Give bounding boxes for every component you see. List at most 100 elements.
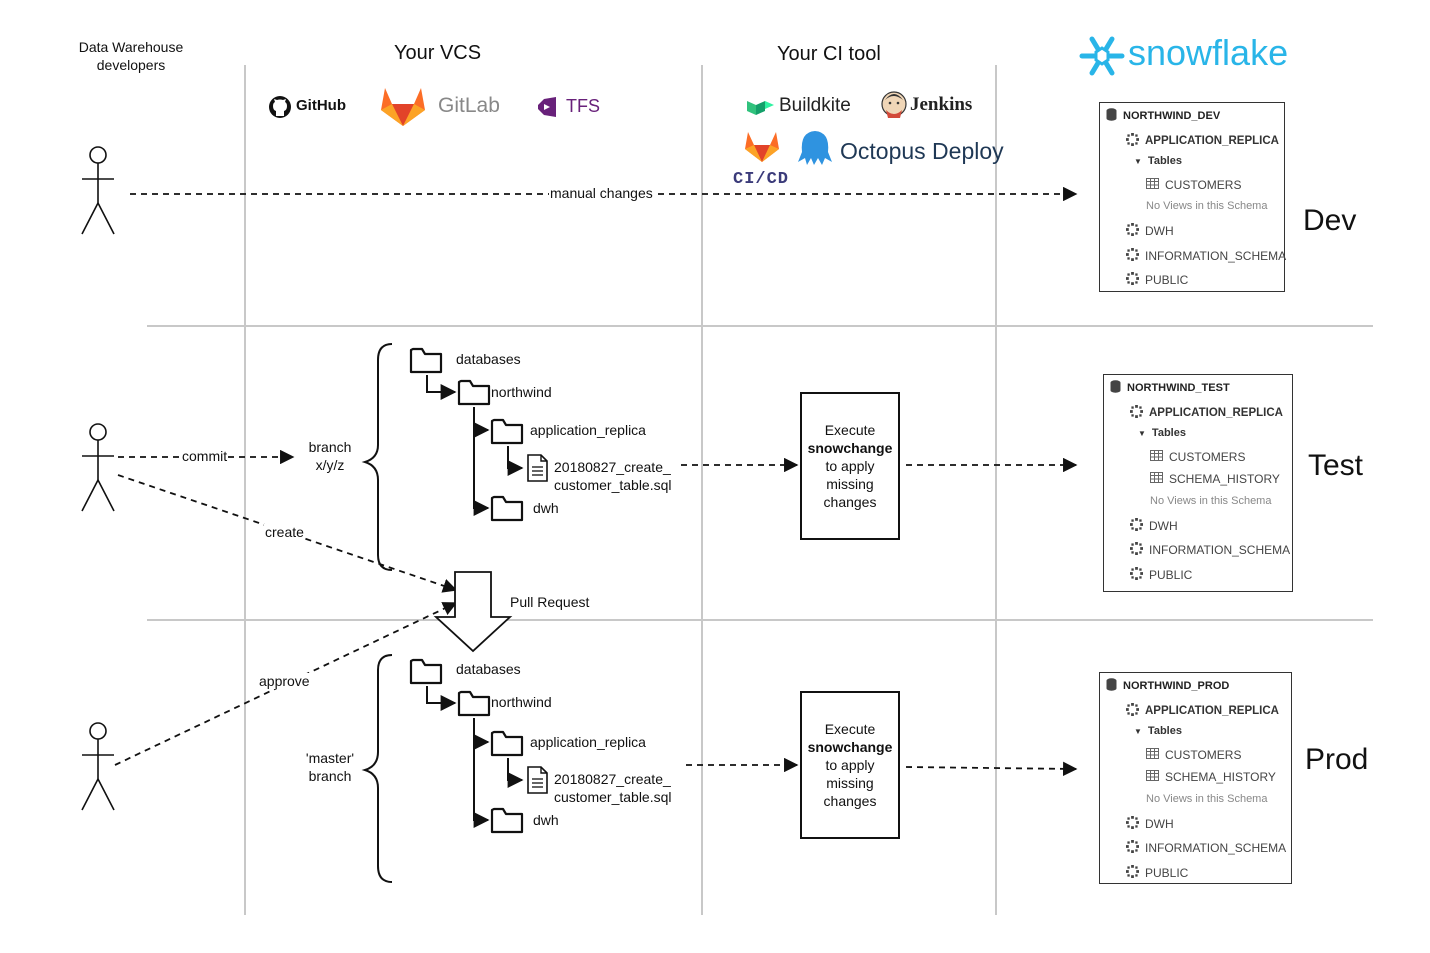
master-branch-label: 'master'branch <box>305 750 355 784</box>
table-item: CUSTOMERS <box>1146 177 1241 192</box>
tfs-icon <box>538 97 556 117</box>
pull-request-arrow <box>433 571 513 653</box>
views-note: No Views in this Schema <box>1146 200 1267 212</box>
tree-feature <box>409 347 548 522</box>
create-label: create <box>264 524 305 540</box>
tree-databases-label: databases <box>456 351 521 367</box>
jenkins-label: Jenkins <box>910 94 973 115</box>
table-item-text: SCHEMA_HISTORY <box>1169 472 1280 487</box>
tree-file-label: 20180827_create_customer_table.sql <box>554 459 672 493</box>
schema-item: DWH <box>1130 517 1178 534</box>
gitlab-ci-icon <box>745 132 779 162</box>
views-note-text: No Views in this Schema <box>1146 200 1268 213</box>
schema-item-text: PUBLIC <box>1149 567 1193 582</box>
ci-execute-box-prod: Execute snowchange to apply missing chan… <box>800 691 900 839</box>
env-label-prod: Prod <box>1305 743 1369 776</box>
pull-request-label: Pull Request <box>510 594 590 610</box>
tables-folder-text: Tables <box>1147 725 1182 738</box>
db-panel-test: NORTHWIND_TEST APPLICATION_REPLICA ▼Tables… <box>1103 374 1293 592</box>
developer-actor-prod <box>81 722 115 811</box>
schema-item-text: DWH <box>1145 816 1174 831</box>
ci-execute-box-test: Execute snowchange to apply missing chan… <box>800 392 900 540</box>
developers-header: Data Warehouse developers <box>78 39 184 73</box>
snowflake-wordmark: snowflake <box>1128 32 1289 73</box>
env-label-dev: Dev <box>1303 204 1357 237</box>
schema-item: INFORMATION_SCHEMA <box>1130 542 1290 558</box>
database-name-text: NORTHWIND_PROD <box>1123 680 1230 692</box>
database-icon <box>1106 678 1117 694</box>
database-name: NORTHWIND_PROD <box>1106 678 1229 694</box>
gitlab-icon <box>381 88 425 126</box>
github-icon <box>269 96 291 118</box>
tfs-label: TFS <box>566 96 600 116</box>
database-icon <box>1110 380 1121 396</box>
caret-down-icon: ▼ <box>1134 727 1142 737</box>
table-icon <box>1146 770 1159 784</box>
views-note: No Views in this Schema <box>1150 495 1271 507</box>
db-panel-prod: NORTHWIND_PROD APPLICATION_REPLICA▼ Tables… <box>1099 672 1292 884</box>
ci-to-prod-arrow <box>905 761 1078 777</box>
table-icon <box>1146 177 1159 192</box>
schema-icon <box>1126 864 1139 881</box>
ci-header: Your CI tool <box>777 43 881 65</box>
table-item: CUSTOMERS <box>1150 449 1245 464</box>
schema-item: INFORMATION_SCHEMA <box>1126 840 1286 856</box>
tree-application-replica-label: application_replica <box>530 422 646 438</box>
database-name-text: NORTHWIND_DEV <box>1123 110 1221 122</box>
schema-icon <box>1126 272 1139 288</box>
jenkins-icon <box>881 91 907 118</box>
developer-actor-test <box>81 423 115 512</box>
views-note-text: No Views in this Schema <box>1146 793 1268 805</box>
schema-item-text: INFORMATION_SCHEMA <box>1145 248 1287 263</box>
tables-folder: ▼ Tables <box>1134 725 1182 737</box>
schema-icon <box>1130 542 1143 558</box>
schema-item-text: PUBLIC <box>1145 865 1189 880</box>
schema-icon <box>1126 815 1139 832</box>
schema-item: APPLICATION_REPLICA <box>1126 702 1279 719</box>
schema-item-text: INFORMATION_SCHEMA <box>1149 543 1291 558</box>
schema-item-text: APPLICATION_REPLICA <box>1145 704 1279 717</box>
schema-icon <box>1130 566 1143 583</box>
schema-icon <box>1126 840 1139 856</box>
circleci-label: CI/CD <box>733 170 790 189</box>
tree-dwh-label: dwh <box>533 500 559 516</box>
schema-item-text: INFORMATION_SCHEMA <box>1145 841 1287 856</box>
schema-item-text: DWH <box>1149 518 1178 533</box>
table-item: CUSTOMERS <box>1146 747 1241 762</box>
manual-changes-label: manual changes <box>549 185 654 201</box>
schema-item-text: DWH <box>1145 224 1174 238</box>
schema-item-text: APPLICATION_REPLICA <box>1149 406 1283 419</box>
tree-application-replica-label: application_replica <box>530 734 646 750</box>
schema-item: PUBLIC <box>1126 864 1189 881</box>
brace-feature <box>361 343 393 571</box>
brace-master <box>361 654 393 883</box>
tables-folder-text: Tables <box>1151 427 1186 440</box>
database-name-text: NORTHWIND_TEST <box>1127 382 1230 394</box>
tables-folder-text: Tables <box>1147 155 1182 168</box>
database-name: NORTHWIND_DEV <box>1106 108 1220 124</box>
schema-item: PUBLIC <box>1130 566 1193 583</box>
schema-icon <box>1126 247 1139 264</box>
schema-item: APPLICATION_REPLICA <box>1126 132 1279 149</box>
table-item: SCHEMA_HISTORY <box>1146 770 1276 784</box>
views-note-text: No Views in this Schema <box>1150 495 1272 507</box>
env-label-test: Test <box>1308 449 1364 482</box>
schema-item: INFORMATION_SCHEMA <box>1126 247 1287 264</box>
tables-folder: ▼Tables <box>1138 427 1186 439</box>
buildkite-label: Buildkite <box>779 95 851 116</box>
approve-label: approve <box>258 673 311 689</box>
tree-northwind-label: northwind <box>491 384 552 400</box>
vcs-header: Your VCS <box>394 42 482 64</box>
schema-item-text: PUBLIC <box>1145 273 1189 288</box>
schema-item: PUBLIC <box>1126 272 1188 288</box>
table-item: SCHEMA_HISTORY <box>1150 472 1280 486</box>
octopus-icon <box>798 131 832 165</box>
table-icon <box>1146 747 1159 762</box>
schema-icon <box>1126 132 1139 149</box>
tree-dwh-label: dwh <box>533 812 559 828</box>
buildkite-icon <box>747 101 774 115</box>
schema-icon <box>1130 404 1143 421</box>
schema-item: APPLICATION_REPLICA <box>1130 404 1283 421</box>
